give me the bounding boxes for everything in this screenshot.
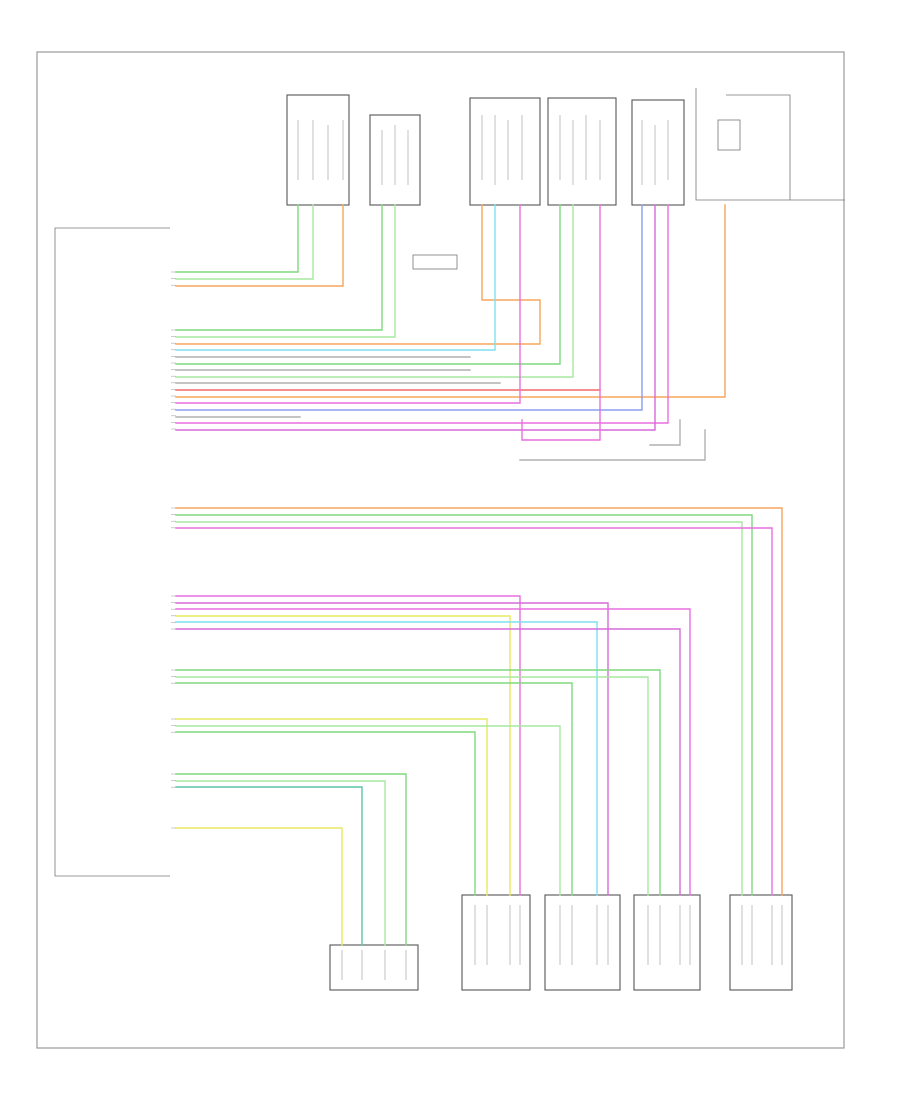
wire-g2-13 [175,204,643,411]
top-component-c3 [469,97,541,206]
bottom-box-pin-lines [341,905,783,980]
wires [175,204,783,946]
bottom-component-b3 [544,894,621,991]
wire-g7-1 [175,773,407,946]
wire-g2-11 [175,204,726,398]
wire-g4-2 [175,602,609,896]
wire-g4-6 [175,628,681,896]
wire-g4-4 [175,615,511,896]
wire-g6-3 [175,731,476,896]
wire-g4-5 [175,621,598,896]
wire-g6-1 [175,718,488,896]
wire-g2-8 [175,204,574,378]
wire-g2-12 [175,204,521,404]
wire-g6-2 [175,725,561,896]
wire-g3-3 [175,521,743,896]
wire-g3-2 [175,514,753,896]
wire-g2-6 [175,204,561,365]
wire-loop-1 [521,204,601,441]
main-module-rows [171,271,176,829]
top-component-c4 [547,97,617,206]
wire-g2-16 [175,204,656,431]
top-box-pin-lines [297,115,669,185]
wire-g7-3 [175,786,363,946]
top-component-c5 [631,99,685,206]
wire-g7-2 [175,780,386,946]
wire-loop-3 [519,429,706,461]
wire-loop-2 [649,419,681,446]
bottom-component-b1 [329,944,419,991]
top-component-c6 [695,88,845,201]
diagram-frame [36,51,845,1049]
bottom-component-b4 [633,894,701,991]
wire-g8-1 [175,827,343,946]
wire-g5-3 [175,682,573,896]
wire-g3-1 [175,507,783,896]
bottom-component-b5 [729,894,793,991]
relay-coil [717,119,741,151]
wire-g2-3 [175,204,541,345]
bottom-component-b2 [461,894,531,991]
top-component-c1 [286,94,350,206]
ground-connector [412,254,458,270]
main-module-outline [54,227,170,877]
wire-g1-2 [175,204,314,280]
wire-g4-1 [175,595,521,896]
wire-g3-4 [175,527,773,896]
wire-g1-1 [175,204,299,273]
wire-g2-4 [175,204,496,351]
wire-g5-1 [175,669,661,896]
wire-g1-3 [175,204,344,287]
wire-g5-2 [175,676,649,896]
wire-g2-1 [175,204,383,331]
wire-g4-3 [175,608,691,896]
wire-g2-2 [175,204,396,338]
wire-g2-15 [175,204,669,424]
top-component-c6-inner [726,94,791,200]
